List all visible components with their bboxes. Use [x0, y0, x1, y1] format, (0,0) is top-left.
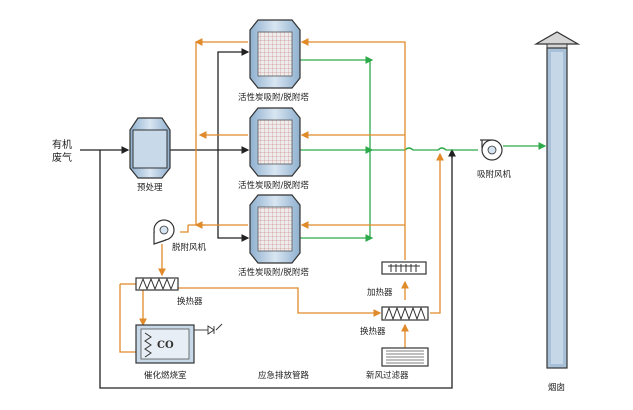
pretreatment-label: 预处理	[137, 182, 163, 193]
pretreatment-vessel	[129, 117, 171, 179]
adsorption-tower-3	[249, 194, 301, 264]
fresh-air-filter-label: 新风过滤器	[366, 370, 409, 381]
heat-exchanger-2-label: 换热器	[360, 326, 386, 337]
chimney-label: 烟囱	[548, 382, 565, 393]
heater-label: 加热器	[367, 287, 393, 298]
inlet-label-line2: 废气	[52, 151, 72, 164]
tower-1-label: 活性炭吸附/脱附塔	[238, 92, 309, 103]
adsorption-tower-1	[249, 19, 301, 89]
catalytic-chamber-label: 催化燃烧室	[144, 370, 187, 381]
heat-exchanger-2	[381, 306, 429, 321]
heater	[381, 261, 427, 275]
desorption-fan-label: 脱附风机	[172, 242, 207, 253]
vent-valve-icon	[194, 323, 223, 335]
chimney	[533, 31, 581, 369]
orange-flow-lines	[119, 38, 444, 353]
fresh-air-filter	[381, 347, 429, 367]
heat-exchanger-1	[135, 277, 179, 291]
co-text: CO	[157, 340, 174, 351]
black-flow-lines	[80, 48, 456, 389]
adsorption-fan-icon	[480, 139, 503, 161]
emergency-pipe-label: 应急排放管路	[258, 370, 310, 381]
tower-3-label: 活性炭吸附/脱附塔	[238, 267, 309, 278]
inlet-label-line1: 有机	[52, 138, 72, 151]
desorption-fan-icon	[153, 219, 175, 245]
adsorption-tower-2	[249, 107, 301, 177]
tower-2-label: 活性炭吸附/脱附塔	[238, 180, 309, 191]
heat-exchanger-1-label: 换热器	[177, 296, 203, 307]
catalytic-chamber	[135, 324, 195, 364]
adsorption-fan-label: 吸附风机	[477, 169, 512, 180]
green-flow-lines	[300, 56, 547, 242]
